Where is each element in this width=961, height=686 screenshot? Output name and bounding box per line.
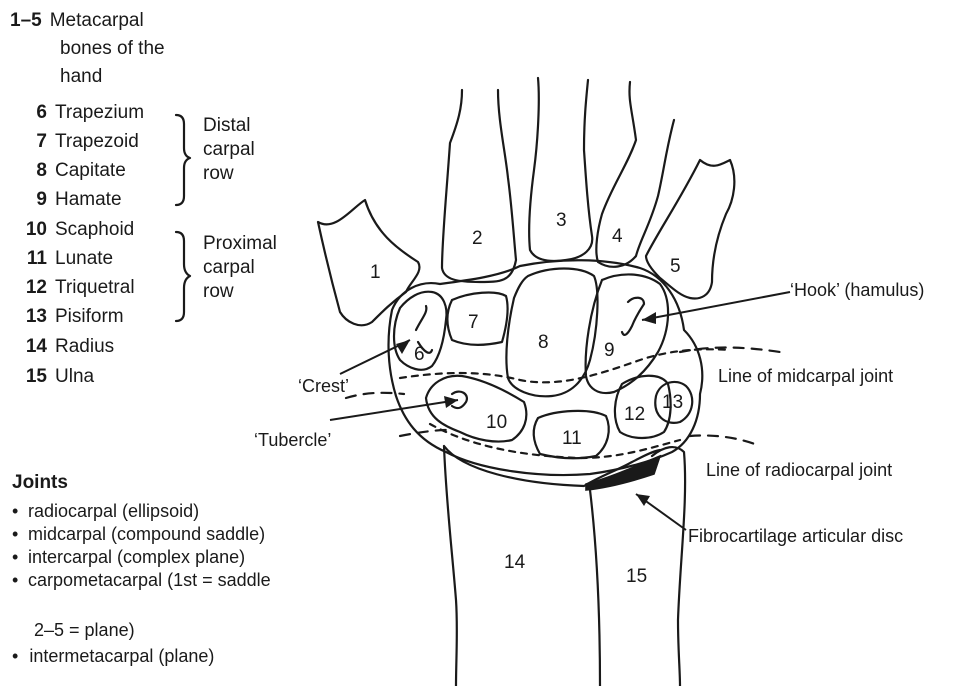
bone-number-10: 10 xyxy=(486,412,507,433)
scaphoid-10 xyxy=(426,376,526,442)
metacarpal-2 xyxy=(442,90,516,282)
ulna-15 xyxy=(652,447,685,686)
distal-bracket xyxy=(176,115,190,205)
hook-arrow xyxy=(642,292,790,320)
bone-number-7: 7 xyxy=(468,312,479,333)
disc-arrowhead xyxy=(636,494,650,506)
midcarpal-line-label: Line of midcarpal joint xyxy=(718,366,893,387)
radiocarpal-line-label: Line of radiocarpal joint xyxy=(706,460,892,481)
radiocarpal-joint-ext-right xyxy=(690,435,760,446)
tubercle-arrow xyxy=(330,400,458,420)
radiocarpal-joint-line xyxy=(430,424,680,458)
hook-arrowhead xyxy=(642,312,656,324)
metacarpal-3 xyxy=(529,78,592,261)
hook-label: ‘Hook’ (hamulus) xyxy=(790,280,924,301)
bone-number-12: 12 xyxy=(624,404,645,425)
bone-number-6: 6 xyxy=(414,344,425,365)
bone-number-15: 15 xyxy=(626,566,647,587)
bone-number-8: 8 xyxy=(538,332,549,353)
bone-number-13: 13 xyxy=(662,392,683,413)
crest-label: ‘Crest’ xyxy=(298,376,349,397)
bone-number-5: 5 xyxy=(670,256,681,277)
bone-number-14: 14 xyxy=(504,552,526,573)
hamate-hook xyxy=(622,298,644,335)
crest-arrowhead xyxy=(396,340,410,354)
metacarpal-4 xyxy=(596,82,674,267)
bone-number-2: 2 xyxy=(472,228,483,249)
bone-number-1: 1 xyxy=(370,262,381,283)
bone-number-3: 3 xyxy=(556,210,567,231)
metacarpal-1 xyxy=(318,200,419,325)
disc-label: Fibrocartilage articular disc xyxy=(688,526,903,547)
bone-number-4: 4 xyxy=(612,226,623,247)
proximal-bracket xyxy=(176,232,190,321)
tubercle-label: ‘Tubercle’ xyxy=(254,430,331,451)
bone-number-9: 9 xyxy=(604,340,615,361)
bone-number-11: 11 xyxy=(562,428,582,449)
radiocarpal-joint-ext-left xyxy=(400,430,448,436)
